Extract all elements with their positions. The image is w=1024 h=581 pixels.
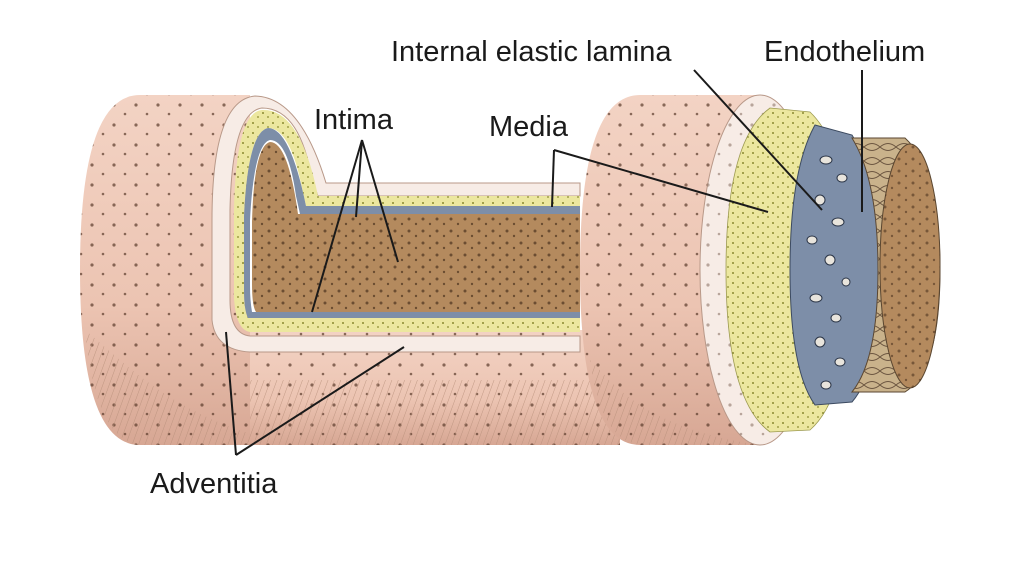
label-adventitia: Adventitia — [150, 468, 278, 500]
leader-line-media-2 — [553, 149, 769, 213]
label-media: Media — [489, 111, 568, 143]
leader-line-internal-elastic-lamina — [693, 69, 823, 211]
leader-line-intima-1 — [355, 139, 363, 218]
label-intima: Intima — [314, 104, 393, 136]
leader-line-adventitia-1 — [225, 331, 237, 456]
label-internal-elastic-lamina: Internal elastic lamina — [391, 36, 672, 68]
leader-line-intima-2 — [361, 139, 399, 263]
label-endothelium: Endothelium — [764, 36, 926, 68]
leader-line-media-1 — [551, 149, 555, 208]
adventitia-cut-face-left — [211, 95, 581, 353]
leader-line-intima-3 — [311, 139, 363, 313]
leader-line-adventitia-2 — [235, 346, 405, 456]
